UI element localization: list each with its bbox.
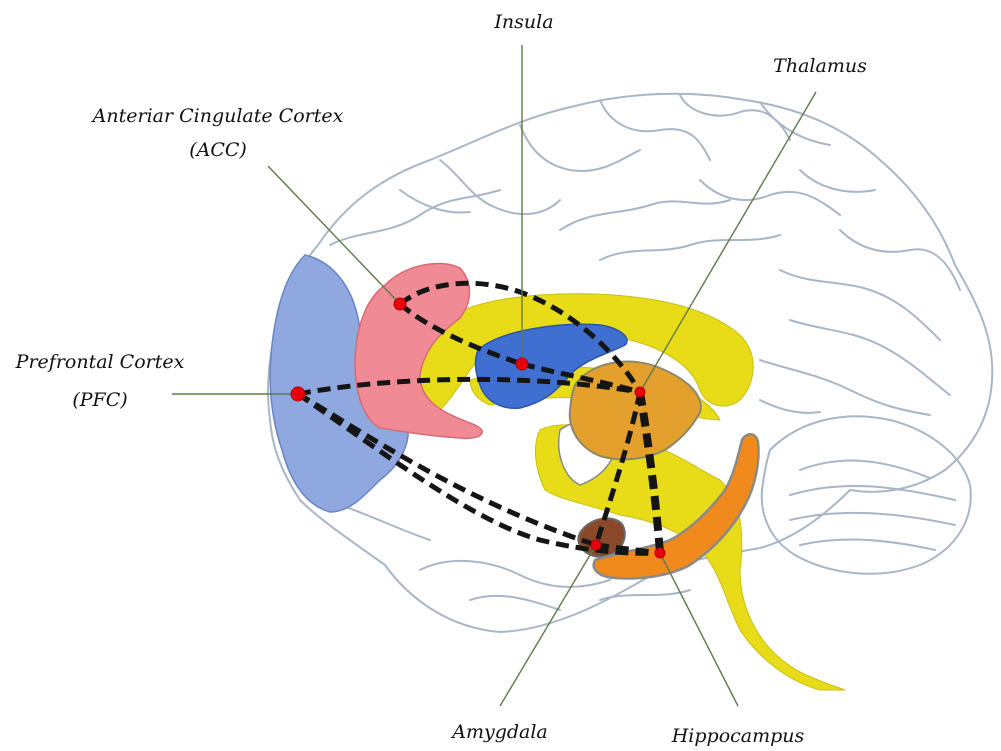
- sulcus: [760, 360, 930, 415]
- label-insula: Insula: [493, 11, 553, 33]
- sulcus: [760, 400, 820, 413]
- label-pfc-line1: Prefrontal Cortex: [15, 351, 185, 373]
- cerebellum-fold: [800, 540, 935, 550]
- sulcus: [600, 235, 780, 260]
- label-thalamus: Thalamus: [773, 55, 867, 77]
- cerebellum-fold: [790, 513, 955, 525]
- label-amygdala: Amygdala: [450, 721, 548, 743]
- node-amygdala: [591, 540, 601, 550]
- label-hippocampus: Hippocampus: [671, 725, 805, 747]
- node-insula: [516, 358, 528, 370]
- cerebellum-fold: [790, 486, 955, 500]
- thalamus-region: [570, 362, 701, 460]
- sulcus: [330, 190, 500, 245]
- sulcus: [560, 200, 730, 230]
- label-acc-line2: (ACC): [189, 139, 247, 161]
- sulcus: [520, 125, 640, 171]
- label-acc-line1: Anteriar Cingulate Cortex: [91, 105, 344, 127]
- sulcus: [420, 561, 610, 587]
- sulcus: [400, 190, 470, 213]
- label-pfc-line2: (PFC): [72, 389, 127, 411]
- sulcus: [440, 160, 560, 214]
- sulcus: [470, 596, 560, 610]
- sulcus: [780, 270, 940, 340]
- sulcus: [760, 102, 830, 145]
- sulcus: [790, 320, 950, 395]
- node-acc: [394, 298, 406, 310]
- midline-structures: [410, 294, 845, 690]
- node-hippocampus: [655, 548, 665, 558]
- sulcus: [600, 590, 690, 600]
- node-pfc: [291, 387, 305, 401]
- sulcus: [700, 180, 840, 215]
- leader-amygdala: [500, 545, 596, 706]
- sulcus: [840, 230, 960, 290]
- cerebellum-fold: [800, 461, 930, 478]
- node-thalamus: [635, 387, 645, 397]
- sulcus: [800, 170, 875, 192]
- sulcus: [340, 505, 430, 540]
